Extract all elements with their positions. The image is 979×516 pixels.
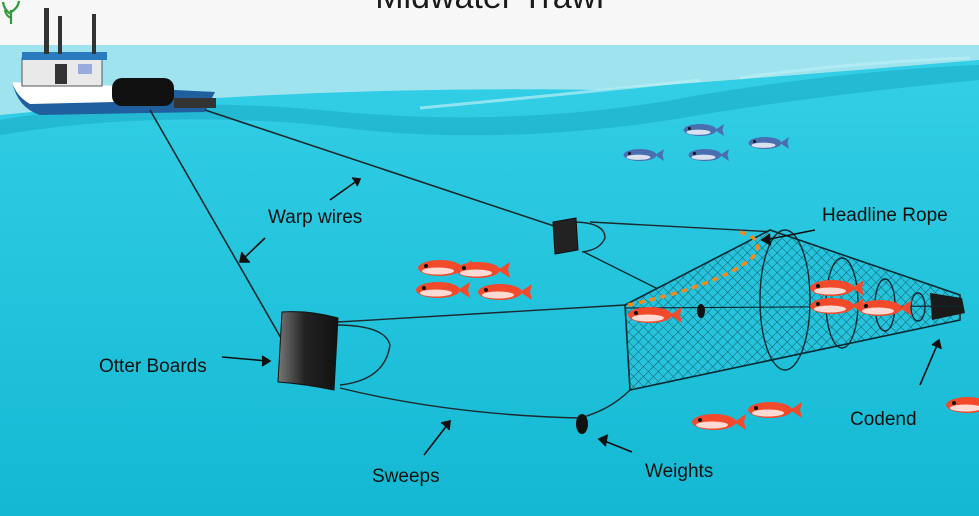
fish-icon xyxy=(623,149,664,161)
headline-floats xyxy=(627,230,760,307)
seaweed-icon xyxy=(1,0,21,24)
arrow-weights xyxy=(601,439,633,453)
weight-icon xyxy=(697,304,705,318)
arrow-headline xyxy=(764,229,816,241)
fish-icon xyxy=(858,300,912,316)
fish-icon xyxy=(810,298,864,314)
label-warp-wires: Warp wires xyxy=(268,207,363,228)
arrow-warp-upper xyxy=(329,179,359,201)
arrow-otter xyxy=(221,356,269,362)
fish-icon xyxy=(810,280,864,296)
fish-icon xyxy=(628,307,682,323)
arrow-warp-lower xyxy=(241,237,266,261)
wave-shadow xyxy=(0,65,979,136)
diagram-title: Midwater Trawl xyxy=(0,0,979,17)
warp-wires xyxy=(149,109,561,346)
callout-arrows xyxy=(221,177,942,456)
weight-icon xyxy=(576,414,588,434)
boat-icon xyxy=(12,8,216,115)
label-weights: Weights xyxy=(645,461,714,482)
fish-icon xyxy=(688,149,729,161)
arrow-codend xyxy=(919,342,939,386)
fish-icon xyxy=(683,124,724,136)
fish-icon xyxy=(456,262,510,278)
fish-school xyxy=(416,124,979,430)
fish-icon xyxy=(946,397,979,413)
label-headline-rope: Headline Rope xyxy=(822,205,948,226)
label-codend: Codend xyxy=(850,409,917,430)
fish-icon xyxy=(748,137,789,149)
label-otter-boards: Otter Boards xyxy=(99,356,207,377)
label-sweeps: Sweeps xyxy=(372,466,440,487)
fish-icon xyxy=(692,414,746,430)
sky xyxy=(0,0,979,45)
bridle-lines xyxy=(334,221,776,423)
fish-icon xyxy=(478,284,532,300)
fish-icon xyxy=(416,282,470,298)
arrow-sweeps xyxy=(423,423,449,456)
otter-board-icon xyxy=(277,217,579,391)
fish-icon xyxy=(748,402,802,418)
